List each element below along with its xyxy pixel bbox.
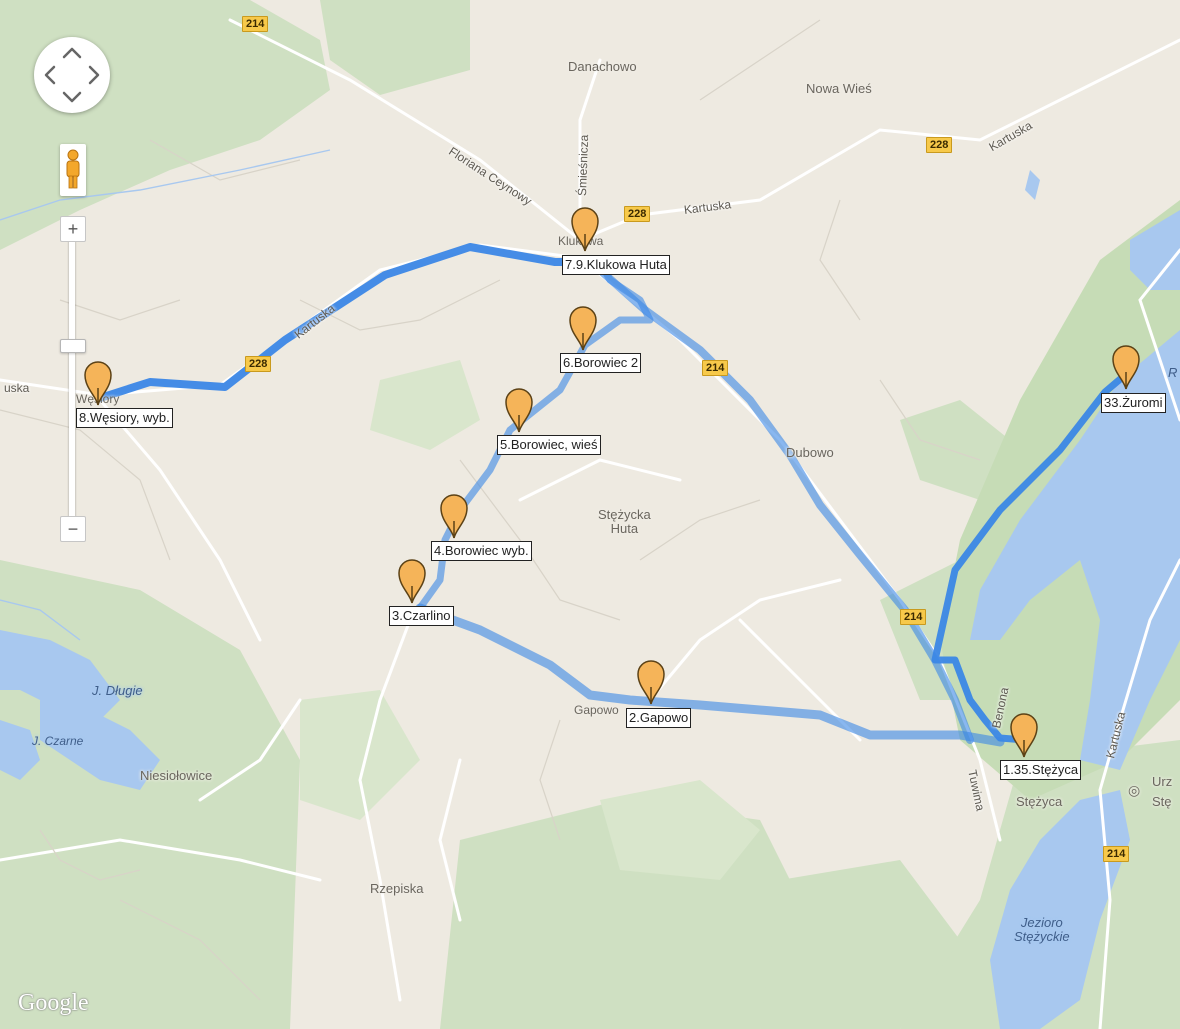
map-marker-icon[interactable] <box>568 204 602 252</box>
map-marker-icon[interactable] <box>1007 710 1041 758</box>
road-shield-228: 228 <box>245 356 272 372</box>
pan-arrows-icon <box>44 47 100 103</box>
road-shield-214: 214 <box>702 360 729 376</box>
stop-label-borowiec-wies[interactable]: 5.Borowiec, wieś <box>497 435 601 455</box>
map-marker-icon[interactable] <box>634 657 668 705</box>
place-label: Stężyca <box>1016 794 1063 809</box>
pegman-icon <box>66 149 80 189</box>
street-label: Śmieśnicza <box>575 134 592 197</box>
place-label: Nowa Wieś <box>806 81 872 96</box>
place-label: Danachowo <box>568 59 637 74</box>
stop-label-wesiory[interactable]: 8.Węsiory, wyb. <box>76 408 173 428</box>
place-label: Urz <box>1152 774 1173 789</box>
zoom-in-button[interactable]: + <box>60 216 86 242</box>
stop-label-stezyca[interactable]: 1.35.Stężyca <box>1000 760 1082 780</box>
water-label: J. Czarne <box>32 734 84 748</box>
map-marker-icon[interactable] <box>81 358 115 406</box>
map-marker-icon[interactable] <box>437 491 471 539</box>
place-label: Stężycka Huta <box>598 507 651 536</box>
water-label: Jezioro Stężyckie <box>1014 915 1070 944</box>
pan-control[interactable] <box>34 37 110 113</box>
stop-label-borowiec-2[interactable]: 6.Borowiec 2 <box>560 353 642 373</box>
street-view-pegman[interactable] <box>60 144 86 196</box>
stop-label-czarlino[interactable]: 3.Czarlino <box>389 606 454 626</box>
zoom-slider-track[interactable] <box>69 232 75 522</box>
place-label: Gapowo <box>574 703 619 717</box>
zoom-slider-thumb[interactable] <box>60 339 86 353</box>
place-label: Niesiołowice <box>140 768 213 783</box>
place-label: Stę <box>1152 794 1172 809</box>
map-marker-icon[interactable] <box>1109 342 1143 390</box>
place-label: Dubowo <box>786 445 834 460</box>
road-shield-214: 214 <box>242 16 269 32</box>
google-logo[interactable]: Google <box>18 990 89 1016</box>
street-label: uska <box>4 381 30 395</box>
road-shield-214: 214 <box>900 609 927 625</box>
road-shield-228: 228 <box>926 137 953 153</box>
poi-icon: ◎ <box>1128 782 1141 798</box>
map-marker-icon[interactable] <box>502 385 536 433</box>
place-label: Rzepiska <box>370 881 424 896</box>
water-label: R <box>1168 365 1178 380</box>
stop-label-borowiec-wyb[interactable]: 4.Borowiec wyb. <box>431 541 532 561</box>
road-shield-214: 214 <box>1103 846 1130 862</box>
stop-label-zuromino[interactable]: 33.Żuromi <box>1101 393 1166 413</box>
map-marker-icon[interactable] <box>395 556 429 604</box>
water-label: J. Długie <box>92 683 143 698</box>
zoom-out-button[interactable]: − <box>60 516 86 542</box>
stop-label-klukowa-huta[interactable]: 7.9.Klukowa Huta <box>562 255 670 275</box>
stop-label-gapowo[interactable]: 2.Gapowo <box>626 708 692 728</box>
map-marker-icon[interactable] <box>566 303 600 351</box>
road-shield-228: 228 <box>624 206 651 222</box>
